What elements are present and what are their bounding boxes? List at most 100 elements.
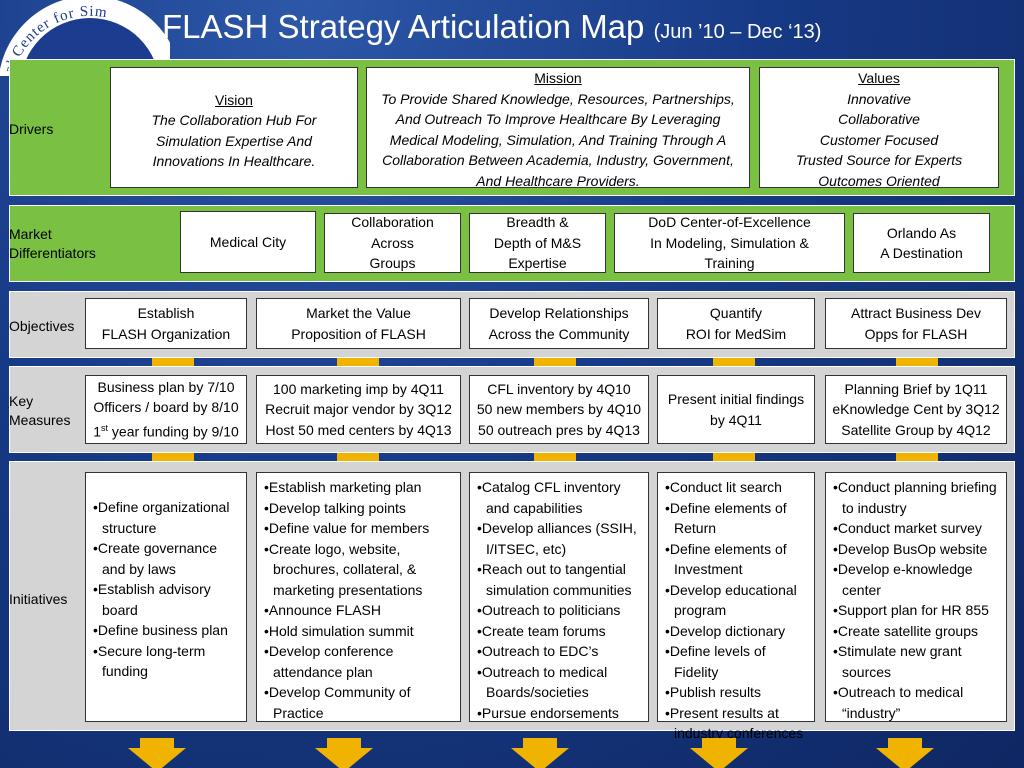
initiatives-column: Establish marketing planDevelop talking …: [256, 472, 461, 722]
box-line: Training: [704, 255, 755, 272]
initiative-item: Define value for members: [260, 518, 457, 539]
values-line: Innovative: [847, 90, 911, 107]
box-line: Business plan by 7/10: [97, 378, 235, 395]
box-line: Establish: [137, 305, 195, 321]
initiative-item: Outreach to EDC’s: [473, 641, 645, 662]
differentiators-label: Market Differentiators: [9, 225, 96, 263]
measure-box: Present initial findings by 4Q11: [657, 375, 815, 444]
differentiator-box: Medical City: [180, 211, 316, 273]
box-line: Depth of M&S: [493, 234, 582, 251]
vision-line: Simulation Expertise And: [156, 132, 312, 149]
box-line: Medical City: [209, 233, 287, 250]
box-line: ROI for MedSim: [685, 325, 787, 342]
page-title: FLASH Strategy Articulation Map (Jun ’10…: [162, 8, 922, 46]
connector: [896, 453, 938, 461]
box-line: CFL inventory by 4Q10: [487, 380, 631, 397]
box-line: 100 marketing imp by 4Q11: [273, 380, 444, 397]
values-line: Customer Focused: [819, 131, 939, 148]
connector: [534, 358, 576, 366]
box-line: Collaboration: [351, 214, 434, 231]
mission-line: Medical Modeling, Simulation, And Traini…: [389, 131, 727, 148]
box-line: Opps for FLASH: [864, 325, 968, 342]
values-line: Outcomes Oriented: [818, 172, 940, 189]
initiative-item: Define levels of Fidelity: [661, 641, 811, 682]
connector: [152, 358, 194, 366]
title-main: FLASH Strategy Articulation Map: [162, 8, 645, 45]
differentiator-box: Collaboration Across Groups: [324, 213, 461, 273]
initiative-item: Define organizational structure: [89, 497, 243, 538]
initiatives-column: Catalog CFL inventory and capabilitiesDe…: [469, 472, 649, 722]
initiative-item: Present results at industry conferences: [661, 703, 811, 744]
initiative-item: Develop educational program: [661, 580, 811, 621]
initiative-item: Create logo, website, brochures, collate…: [260, 539, 457, 601]
initiative-item: Establish advisory board: [89, 579, 243, 620]
connector: [713, 453, 755, 461]
box-line: Proposition of FLASH: [291, 325, 426, 342]
mission-line: To Provide Shared Knowledge, Resources, …: [381, 90, 735, 107]
box-line: Orlando As: [886, 224, 957, 241]
vision-heading: Vision: [215, 91, 253, 108]
label-line: Key: [9, 393, 34, 409]
box-line: Market the Value: [306, 305, 411, 321]
connector: [337, 453, 379, 461]
objective-box: Quantify ROI for MedSim: [657, 298, 815, 349]
initiative-item: Outreach to medical Boards/societies: [473, 662, 645, 703]
box-line: DoD Center-of-Excellence: [648, 214, 811, 231]
connector: [534, 453, 576, 461]
mission-line: And Outreach To Improve Healthcare By Le…: [395, 111, 721, 127]
values-box: Values Innovative Collaborative Customer…: [759, 67, 999, 189]
connector: [152, 453, 194, 461]
box-line: Host 50 med centers by 4Q13: [265, 421, 452, 438]
vision-box: Vision The Collaboration Hub For Simulat…: [110, 67, 358, 188]
initiative-item: Develop e-knowledge center: [829, 559, 1003, 600]
objectives-label: Objectives: [9, 318, 75, 334]
initiative-item: Develop dictionary: [661, 621, 811, 642]
measure-box: Planning Brief by 1Q11 eKnowledge Cent b…: [825, 375, 1007, 444]
box-line: Groups: [369, 255, 416, 272]
measure-box: Business plan by 7/10 Officers / board b…: [85, 375, 247, 444]
initiative-item: Define business plan: [89, 620, 243, 641]
differentiator-box: Breadth & Depth of M&S Expertise: [469, 213, 606, 273]
initiative-item: Stimulate new grant sources: [829, 641, 1003, 682]
initiative-item: Conduct planning briefing to industry: [829, 477, 1003, 518]
box-line: A Destination: [880, 245, 963, 261]
initiative-item: Develop conference attendance plan: [260, 641, 457, 682]
text-part: year funding by 9/10: [108, 423, 239, 440]
measure-box: CFL inventory by 4Q10 50 new members by …: [469, 375, 649, 444]
title-date-range: (Jun ’10 – Dec ‘13): [653, 21, 822, 43]
initiative-item: Announce FLASH: [260, 600, 457, 621]
objective-box: Develop Relationships Across the Communi…: [469, 298, 649, 349]
initiative-item: Establish marketing plan: [260, 477, 457, 498]
initiative-item: Conduct lit search: [661, 477, 811, 498]
box-line: Across the Community: [488, 325, 630, 342]
values-line: Collaborative: [838, 111, 920, 127]
vision-line: The Collaboration Hub For: [151, 112, 317, 128]
values-line: Trusted Source for Experts: [795, 152, 963, 168]
box-line: Present initial findings: [667, 391, 805, 407]
connector: [337, 358, 379, 366]
down-arrow-icon: [128, 738, 186, 768]
box-line: eKnowledge Cent by 3Q12: [832, 401, 1000, 418]
down-arrow-icon: [690, 738, 748, 768]
box-line: Develop Relationships: [489, 305, 629, 321]
values-heading: Values: [858, 70, 900, 86]
initiative-item: Pursue endorsements: [473, 703, 645, 724]
label-line: Measures: [9, 412, 71, 428]
initiative-item: Publish results: [661, 682, 811, 703]
label-line: Differentiators: [9, 245, 96, 261]
box-line: by 4Q11: [710, 411, 762, 428]
box-line: Recruit major vendor by 3Q12: [265, 401, 452, 418]
initiatives-column: Define organizational structureCreate go…: [85, 472, 247, 722]
box-line: 50 outreach pres by 4Q13: [478, 421, 640, 438]
objective-box: Market the Value Proposition of FLASH: [256, 298, 461, 349]
objective-box: Attract Business Dev Opps for FLASH: [825, 298, 1007, 349]
differentiator-box: DoD Center-of-Excellence In Modeling, Si…: [614, 213, 845, 273]
box-line: In Modeling, Simulation &: [650, 234, 809, 251]
initiative-item: Define elements of Investment: [661, 539, 811, 580]
box-line: 1st year funding by 9/10: [93, 418, 239, 442]
differentiator-box: Orlando As A Destination: [853, 213, 990, 273]
mission-box: Mission To Provide Shared Knowledge, Res…: [366, 67, 750, 189]
ordinal-suffix: st: [101, 422, 109, 433]
initiative-item: Develop Community of Practice: [260, 682, 457, 723]
mission-heading: Mission: [534, 70, 582, 86]
